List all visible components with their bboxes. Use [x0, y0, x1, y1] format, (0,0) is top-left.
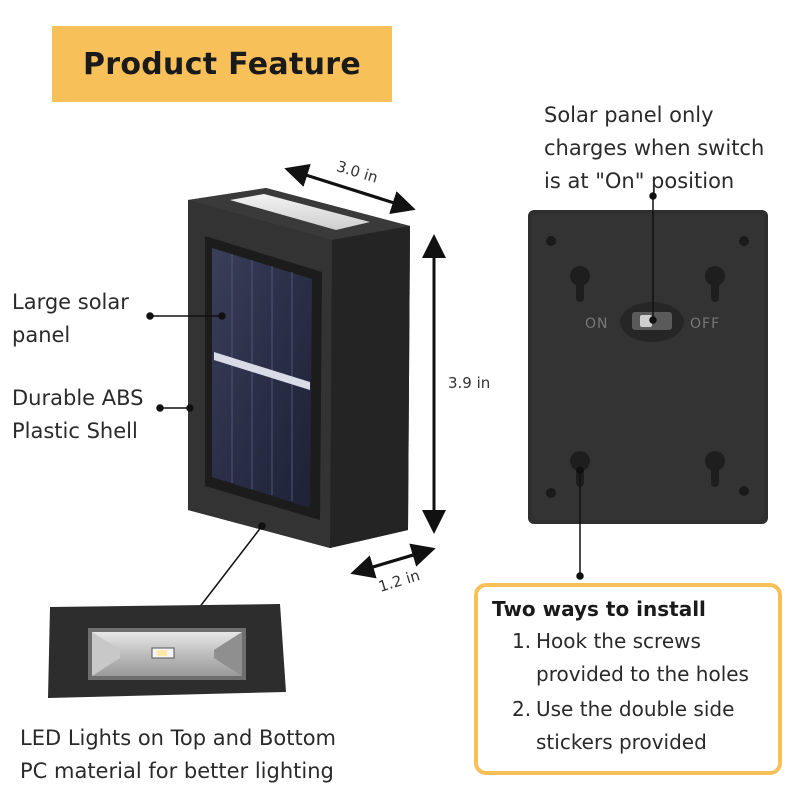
back-plate — [528, 210, 768, 524]
switch-off-label: OFF — [690, 316, 721, 332]
led-closeup — [48, 604, 286, 698]
front-device — [188, 188, 410, 548]
page-title: Product Feature — [82, 46, 361, 82]
solar-panel-label: Large solar panel — [12, 290, 129, 347]
led-description-line1: LED Lights on Top and Bottom — [20, 726, 336, 750]
install-step-2: 2.Use the double side stickers provided — [512, 693, 734, 759]
install-heading: Two ways to install — [492, 597, 706, 621]
install-step-1: 1.Hook the screws provided to the holes — [512, 625, 749, 691]
install-box: Two ways to install 1.Hook the screws pr… — [474, 583, 782, 775]
step-text: Use the double side stickers provided — [536, 697, 735, 754]
height-label: 3.9 in — [448, 374, 491, 392]
led-description-line2: PC material for better lighting — [20, 759, 334, 783]
back-callouts — [576, 192, 657, 580]
solar-panel — [212, 248, 312, 508]
step-text: Hook the screws provided to the holes — [536, 629, 749, 686]
top-led-strip — [230, 194, 370, 230]
step-number: 2. — [512, 697, 532, 721]
switch-on-label: ON — [585, 316, 609, 332]
step-number: 1. — [512, 629, 532, 653]
switch-note: Solar panel only charges when switch is … — [544, 103, 765, 193]
keyhole-mounts — [570, 266, 725, 487]
shell-label: Durable ABS Plastic Shell — [12, 386, 144, 443]
dimension-arrows — [284, 163, 446, 579]
title-banner: Product Feature — [52, 26, 392, 102]
